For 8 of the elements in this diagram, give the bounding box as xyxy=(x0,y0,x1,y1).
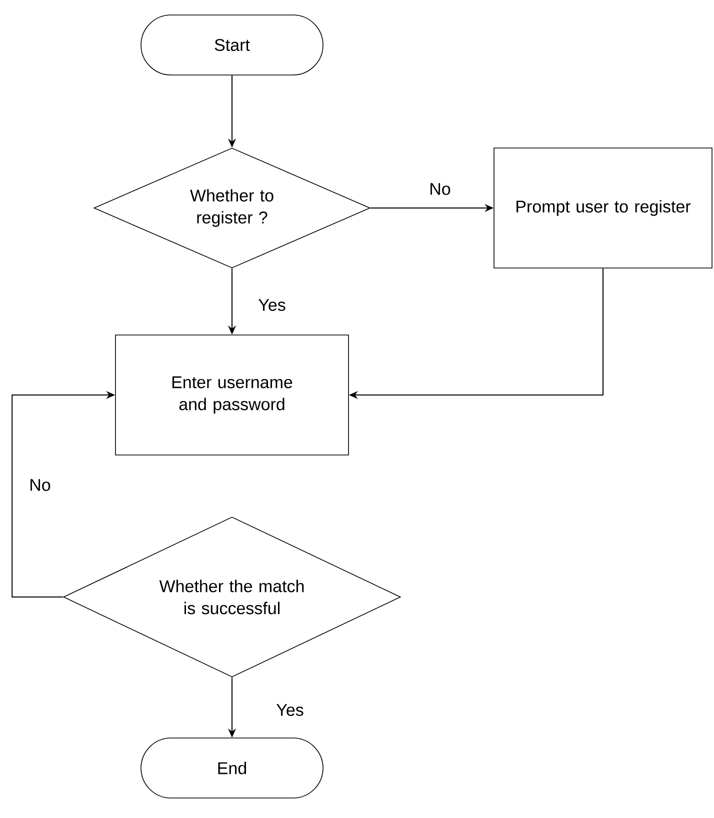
edge-label: No xyxy=(430,183,450,195)
end-terminator: End xyxy=(140,738,324,798)
process-box: Prompt user to register xyxy=(494,148,712,268)
edge-label: No xyxy=(30,479,50,491)
edge-label: Yes xyxy=(276,704,304,716)
process-box: Enter username and password xyxy=(115,334,349,456)
edge-label: Yes xyxy=(258,299,286,311)
start-terminator: Start xyxy=(140,14,324,76)
